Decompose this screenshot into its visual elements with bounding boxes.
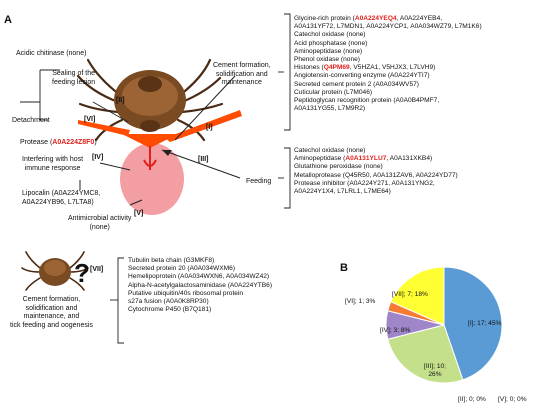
roman-vii: [VII]	[90, 266, 104, 273]
protein-list-item: Peptidoglycan recognition protein (A0A0B…	[294, 97, 440, 105]
cement-formation-label: Cement formation, solidification and mai…	[213, 62, 271, 87]
highlighted-accession: A0A224YEQ4	[354, 15, 397, 22]
small-tick-icon	[21, 251, 89, 291]
pie-chart	[385, 266, 503, 384]
feeding-lesion-blob	[120, 143, 184, 215]
protease-label: Protease (A0A224Z8F0)	[20, 139, 97, 146]
sealing-line-1: Sealing of the	[52, 70, 95, 77]
pie-slice-label: [IV]; 3; 8%	[380, 327, 411, 334]
protein-list-item: s27a fusion (A0A0K8RP30)	[128, 298, 209, 306]
protein-list-item: Phenol oxidase (none)	[294, 56, 360, 64]
feeding-label: Feeding	[246, 178, 272, 185]
protein-list-item: Catechol oxidase (none)	[294, 31, 366, 39]
pie-slice	[443, 266, 503, 381]
antimicrobial-label: Antimicrobial activity (none)	[68, 215, 132, 231]
highlighted-accession: Q4PM69	[323, 64, 350, 72]
pie-slice-label: [VI]; 1; 3%	[345, 298, 376, 305]
protein-list-item: Putative ubiquitin/40s ribosomal protein	[128, 289, 244, 297]
acidic-chitinase-label: Acidic chitinase (none)	[16, 50, 87, 57]
roman-ii: [II]	[116, 97, 125, 104]
protein-list-item: A0A224Y1X4, L7LRL1, L7ME64)	[294, 188, 391, 196]
pie-slice-label: [II]; 0; 0%	[458, 396, 486, 403]
protein-list-item: Hemelipoprotein (A0A034WXN6, A0A034WZ42)	[128, 273, 270, 281]
detachment-label: Detachment	[12, 117, 50, 124]
pie-slice-label: [VII]; 7; 18%	[392, 291, 428, 298]
group-one-list: Glycine-rich protein (A0A224YEQ4, A0A224…	[294, 15, 482, 113]
pie-slice-label: [I]; 17; 45%	[468, 320, 502, 327]
cement-arrow	[165, 110, 242, 142]
protein-list-item: Tubulin beta chain (G3MKF8)	[128, 257, 215, 264]
roman-i: [I]	[206, 124, 213, 131]
group-seven-caption: Cement formation, solidification and mai…	[10, 296, 93, 329]
protein-list-item: Metalloprotease (Q45R50, A0A131ZAV6, A0A…	[294, 171, 458, 179]
protein-list-item: Cytochrome P450 (B7Q181)	[128, 306, 212, 314]
roman-v: [V]	[134, 210, 144, 217]
protein-list-item: Cuticular protein (L7M046)	[294, 88, 373, 96]
lipocalin-label: Lipocalin (A0A224YMC8, A0A224YB96, L7LTA…	[22, 190, 101, 206]
cement-wedge	[122, 134, 178, 148]
pie-slice	[387, 324, 464, 384]
protein-list-item: Protease inhibitor (A0A224Y271, A0A131YN…	[294, 179, 435, 187]
feeding-channel	[143, 146, 157, 170]
group-three-list: Catechol oxidase (none)Aminopeptidase (A…	[294, 147, 458, 196]
protein-list-item: Acid phosphatase (none)	[294, 39, 368, 47]
protein-list-item: A0A131YF72, L7MDN1, A0A224YCP1, A0A034WZ…	[294, 23, 482, 31]
panel-b-letter: B	[340, 262, 348, 274]
pie-slice-label: [III]; 10;26%	[424, 363, 446, 379]
protein-list-item: Aminopeptidase (A0A131YLU7, A0A131XKB4)	[294, 155, 433, 163]
tick-illustration	[76, 58, 224, 142]
protease-id: A0A224Z8F0	[52, 139, 95, 146]
pie-slice	[390, 266, 445, 326]
interfering-label: Interfering with host immune response	[22, 156, 84, 172]
protein-list-item: Glycine-rich protein (A0A224YEQ4, A0A224…	[294, 15, 443, 22]
protein-list-item: Angiotensin-converting enzyme (A0A224YTI…	[294, 72, 430, 80]
protein-list-item: Glutathione peroxidase (none)	[294, 163, 383, 171]
protein-list-item: Secreted protein 20 (A0A034WXM6)	[128, 265, 236, 273]
roman-iv: [IV]	[92, 154, 104, 161]
panel-a-letter: A	[4, 14, 12, 26]
roman-iii: [III]	[198, 156, 209, 163]
protein-list-item: Secreted cement protein 2 (A0A034WV57)	[294, 80, 419, 88]
protein-list-item: Histones (Q4PM69, V5HZA1, V5HJX3, L7LVH9…	[294, 64, 436, 72]
highlighted-accession: A0A131YLU7	[345, 155, 387, 163]
roman-vi: [VI]	[84, 116, 96, 123]
pie-slice-label: [V]; 0; 0%	[498, 396, 527, 403]
protein-list-item: Alpha-N-acetylgalactosaminidase (A0A224Y…	[128, 281, 273, 289]
sealing-line-2: feeding lesion	[52, 78, 96, 86]
protein-list-item: Catechol oxidase (none)	[294, 147, 366, 154]
group-seven-list: Tubulin beta chain (G3MKF8)Secreted prot…	[128, 257, 272, 314]
protein-list-item: A0A131YG55, L7M9R2)	[294, 105, 366, 113]
protein-list-item: Aminopeptidase (none)	[294, 47, 363, 55]
question-mark: ?	[74, 258, 90, 288]
sealing-label: Sealing of the feeding lesion	[52, 70, 95, 87]
